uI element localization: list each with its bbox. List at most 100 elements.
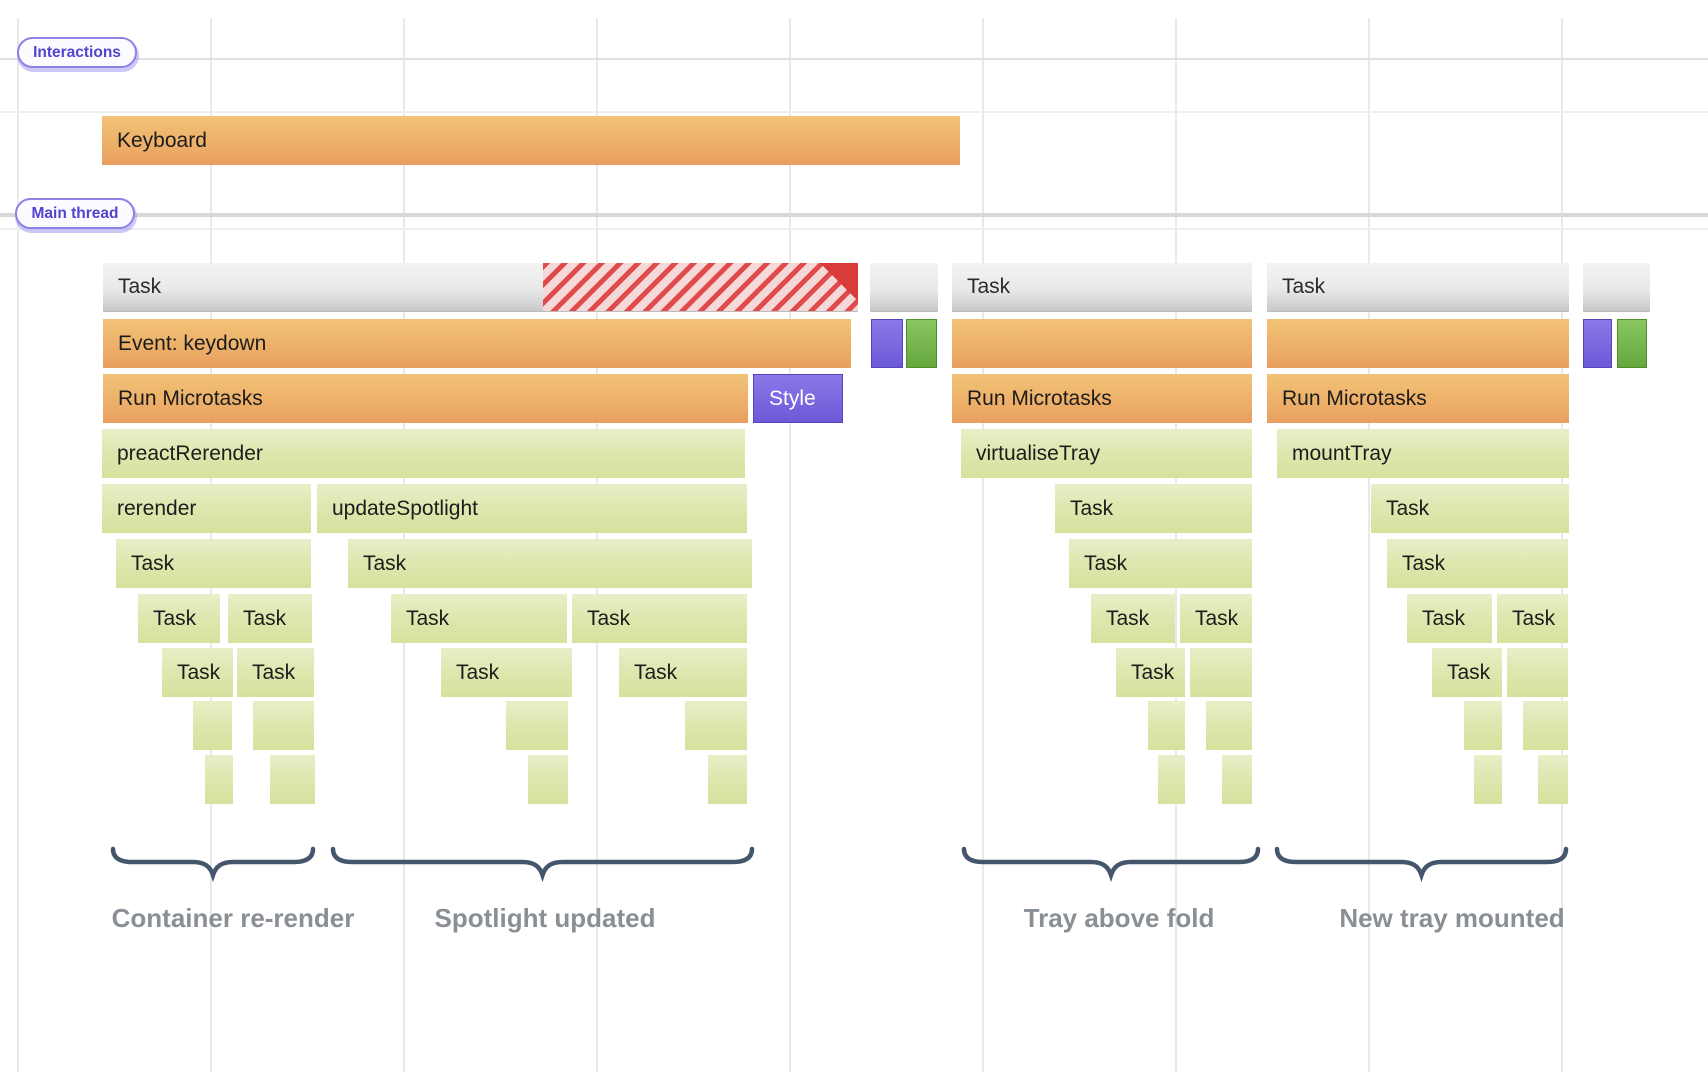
bar-label: Task	[131, 551, 175, 575]
bar-label: Task	[1131, 660, 1175, 684]
bar-label: Task	[1512, 606, 1556, 630]
horizontal-gridline	[0, 111, 1708, 113]
task-bar[interactable]: Task	[1497, 594, 1568, 643]
keyboard-interaction-bar[interactable]: Keyboard	[102, 116, 960, 165]
frame-block[interactable]	[952, 319, 1252, 368]
task-bar[interactable]: Task	[952, 263, 1252, 312]
frame-block[interactable]	[1617, 319, 1647, 368]
frame-block[interactable]	[1267, 319, 1569, 368]
long-task-striped-region	[543, 263, 858, 311]
task-bar[interactable]: Task	[441, 648, 572, 697]
bar-label: preactRerender	[117, 441, 263, 465]
run-microtasks-bar[interactable]: Run Microtasks	[952, 374, 1252, 423]
frame-block[interactable]	[1222, 755, 1252, 804]
frame-block[interactable]	[1158, 755, 1185, 804]
horizontal-gridline	[0, 228, 1708, 230]
task-bar[interactable]: Task	[237, 648, 314, 697]
frame-block[interactable]	[1474, 755, 1502, 804]
brace-annotation-icon	[110, 846, 316, 883]
frame-block[interactable]	[270, 755, 315, 804]
task-bar[interactable]: Task	[1069, 539, 1252, 588]
task-bar[interactable]: Task	[1371, 484, 1569, 533]
track-label-main-thread[interactable]: Main thread	[15, 198, 135, 229]
bar-label: virtualiseTray	[976, 441, 1101, 465]
vertical-gridline	[789, 18, 791, 1072]
frame-block[interactable]	[1507, 648, 1568, 697]
virtualisetray-bar[interactable]: virtualiseTray	[961, 429, 1252, 478]
task-bar[interactable]: Task	[116, 539, 311, 588]
frame-block[interactable]	[1464, 701, 1502, 750]
frame-block[interactable]	[685, 701, 747, 750]
bar-label: Run Microtasks	[967, 386, 1112, 410]
vertical-gridline	[982, 18, 984, 1072]
task-bar[interactable]: Task	[162, 648, 233, 697]
task-bar[interactable]: Task	[1407, 594, 1492, 643]
task-bar[interactable]: Task	[572, 594, 747, 643]
bar-label: Task	[1386, 496, 1430, 520]
bar-label: Task	[406, 606, 450, 630]
frame-block[interactable]	[870, 263, 938, 312]
updatespotlight-bar[interactable]: updateSpotlight	[317, 484, 747, 533]
frame-block[interactable]	[871, 319, 903, 368]
frame-block[interactable]	[1583, 263, 1650, 312]
preactrerender-bar[interactable]: preactRerender	[102, 429, 745, 478]
bar-label: Task	[1402, 551, 1446, 575]
frame-block[interactable]	[1190, 648, 1252, 697]
task-bar[interactable]: Task	[1091, 594, 1175, 643]
frame-block[interactable]	[1583, 319, 1612, 368]
annotation-label: Container re-render	[111, 903, 355, 933]
task-bar[interactable]: Task	[619, 648, 747, 697]
frame-block[interactable]	[1206, 701, 1252, 750]
long-task-bar[interactable]: Task	[103, 263, 858, 312]
task-bar[interactable]: Task	[1432, 648, 1502, 697]
frame-block[interactable]	[193, 701, 232, 750]
frame-block[interactable]	[1523, 701, 1568, 750]
vertical-gridline	[17, 18, 19, 1072]
frame-block[interactable]	[1148, 701, 1185, 750]
bar-label: rerender	[117, 496, 197, 520]
frame-block[interactable]	[906, 319, 937, 368]
task-bar[interactable]: Task	[1116, 648, 1185, 697]
task-bar[interactable]: Task	[1387, 539, 1568, 588]
bar-label: Task	[1195, 606, 1239, 630]
task-bar[interactable]: Task	[1055, 484, 1252, 533]
bar-label: Task	[177, 660, 221, 684]
frame-block[interactable]	[506, 701, 568, 750]
run-microtasks-bar[interactable]: Run Microtasks	[103, 374, 748, 423]
bar-label: Task	[252, 660, 296, 684]
bar-label: Task	[1422, 606, 1466, 630]
frame-block[interactable]	[1538, 755, 1568, 804]
bar-label: Task	[153, 606, 197, 630]
annotation-label: Tray above fold	[1023, 903, 1215, 933]
frame-block[interactable]	[708, 755, 747, 804]
task-bar[interactable]: Task	[391, 594, 567, 643]
track-label-interactions[interactable]: Interactions	[17, 37, 137, 68]
task-bar[interactable]: Task	[1180, 594, 1252, 643]
bar-label: Keyboard	[117, 128, 207, 152]
bar-label: Task	[634, 660, 678, 684]
track-label-main-thread-text: Main thread	[31, 204, 119, 222]
rerender-bar[interactable]: rerender	[102, 484, 311, 533]
mounttray-bar[interactable]: mountTray	[1277, 429, 1569, 478]
annotation-label: New tray mounted	[1339, 903, 1565, 933]
bar-label: Task	[363, 551, 407, 575]
task-bar[interactable]: Task	[138, 594, 220, 643]
frame-block[interactable]	[528, 755, 568, 804]
task-bar[interactable]: Task	[228, 594, 312, 643]
frame-block[interactable]	[253, 701, 314, 750]
frame-block[interactable]	[205, 755, 233, 804]
task-bar[interactable]: Task	[348, 539, 752, 588]
bar-label: Event: keydown	[118, 331, 267, 355]
task-bar[interactable]: Task	[1267, 263, 1569, 312]
bar-label: Task	[967, 275, 1011, 298]
event-keydown-bar[interactable]: Event: keydown	[103, 319, 851, 368]
run-microtasks-bar[interactable]: Run Microtasks	[1267, 374, 1569, 423]
vertical-gridline	[1368, 18, 1370, 1072]
bar-label: Task	[118, 275, 162, 298]
brace-annotation-icon	[1274, 846, 1569, 883]
brace-annotation-icon	[961, 846, 1261, 883]
style-bar[interactable]: Style	[753, 374, 843, 423]
bar-label: Run Microtasks	[118, 386, 263, 410]
horizontal-gridline	[0, 58, 1708, 60]
